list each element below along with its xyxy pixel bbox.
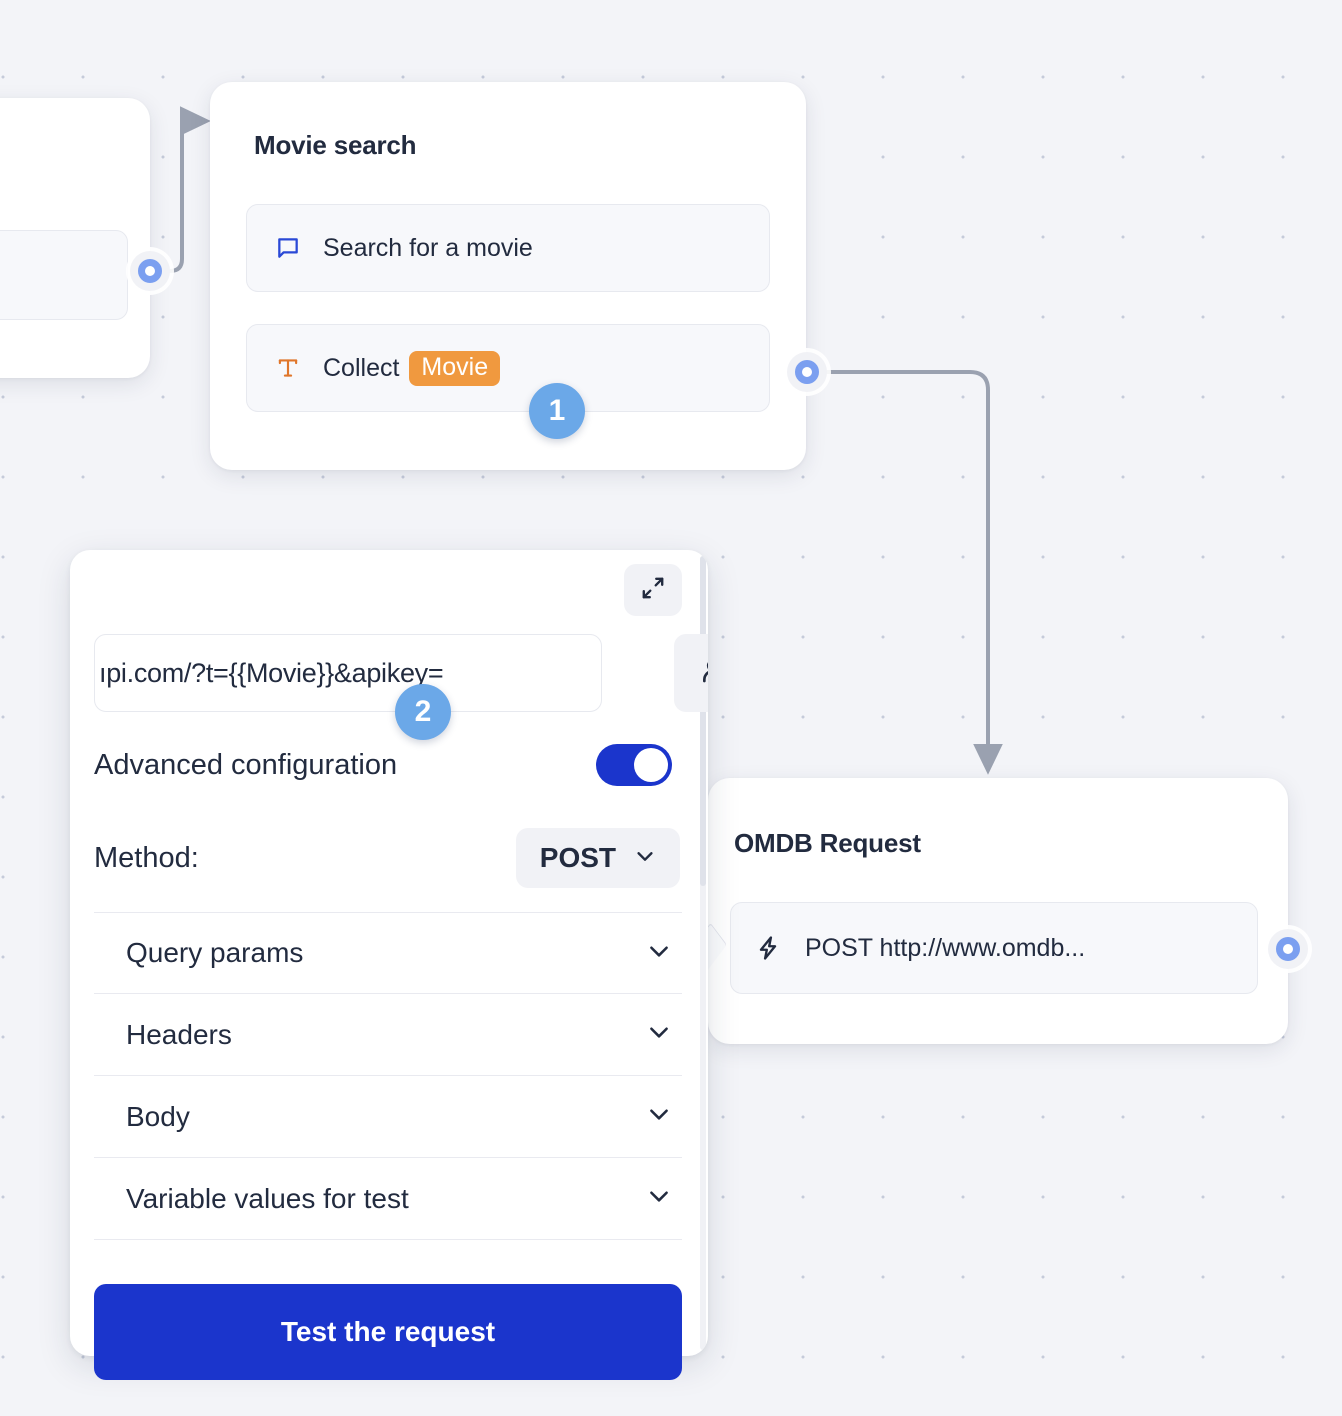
test-the-request-button[interactable]: Test the request xyxy=(94,1284,682,1380)
accordion-label: Headers xyxy=(126,1018,232,1050)
port-left-node-output[interactable] xyxy=(130,251,170,291)
port-movie-search-output[interactable] xyxy=(787,352,827,392)
node-omdb-request-title: OMDB Request xyxy=(734,828,921,858)
chevron-down-icon xyxy=(634,842,656,874)
advanced-configuration-row: Advanced configuration xyxy=(94,744,708,786)
variable-chip-movie[interactable]: Movie xyxy=(409,350,501,386)
method-row: Method: POST xyxy=(94,828,708,888)
method-label: Method: xyxy=(94,841,199,874)
node-row-label: POST http://www.omdb... xyxy=(805,933,1086,962)
partial-node-left[interactable] xyxy=(0,98,150,378)
node-movie-search-title: Movie search xyxy=(254,130,417,160)
text-type-icon xyxy=(273,355,303,381)
partial-node-row[interactable] xyxy=(0,230,128,320)
step-badge-1: 1 xyxy=(529,383,585,439)
accordion-label: Variable values for test xyxy=(126,1182,409,1214)
chevron-down-icon xyxy=(646,1183,672,1214)
lightning-bolt-icon xyxy=(753,934,783,962)
accordion-item-headers[interactable]: Headers xyxy=(94,994,682,1076)
select-user-variable-button[interactable] xyxy=(674,634,708,712)
step-badge-2: 2 xyxy=(395,684,451,740)
method-value: POST xyxy=(539,842,616,873)
node-row-label: Collect xyxy=(323,353,400,382)
node-row-label: Search for a movie xyxy=(323,233,533,262)
node-movie-search[interactable]: Movie search Search for a movie Collect xyxy=(210,82,806,470)
port-omdb-request-output[interactable] xyxy=(1268,929,1308,969)
accordion-item-query-params[interactable]: Query params xyxy=(94,912,682,994)
toggle-knob xyxy=(634,748,668,782)
panel-scrollbar-track[interactable] xyxy=(700,556,706,1350)
advanced-configuration-toggle[interactable] xyxy=(596,744,672,786)
accordion-label: Query params xyxy=(126,937,304,968)
accordion-item-variable-values-for-test[interactable]: Variable values for test xyxy=(94,1158,682,1240)
request-accordion: Query params Headers Body Variable value… xyxy=(94,912,682,1240)
accordion-label: Body xyxy=(126,1100,190,1132)
node-omdb-request[interactable]: OMDB Request POST http://www.omdb... xyxy=(688,778,1288,1044)
speech-bubble-icon xyxy=(273,235,303,261)
node-row-post-request[interactable]: POST http://www.omdb... xyxy=(730,902,1258,994)
request-url-value: ıpi.com/?t={{Movie}}&apikey= xyxy=(99,657,444,688)
node-row-search-for-a-movie[interactable]: Search for a movie xyxy=(246,204,770,292)
chevron-down-icon xyxy=(646,1101,672,1132)
edge-left-to-movie xyxy=(150,106,211,273)
expand-diagonal-icon xyxy=(640,575,666,606)
expand-panel-button[interactable] xyxy=(624,564,682,616)
accordion-item-body[interactable]: Body xyxy=(94,1076,682,1158)
method-select[interactable]: POST xyxy=(515,828,680,888)
request-url-input[interactable]: ıpi.com/?t={{Movie}}&apikey= xyxy=(94,634,602,712)
chevron-down-icon xyxy=(646,1019,672,1050)
advanced-configuration-label: Advanced configuration xyxy=(94,748,398,781)
request-config-panel[interactable]: ıpi.com/?t={{Movie}}&apikey= Advanced co… xyxy=(70,550,708,1356)
node-row-collect-movie[interactable]: Collect Movie xyxy=(246,324,770,412)
panel-scrollbar-thumb[interactable] xyxy=(700,556,706,886)
chevron-down-icon xyxy=(646,938,672,969)
person-icon xyxy=(697,655,708,692)
edge-movie-to-omdb xyxy=(824,370,1003,775)
